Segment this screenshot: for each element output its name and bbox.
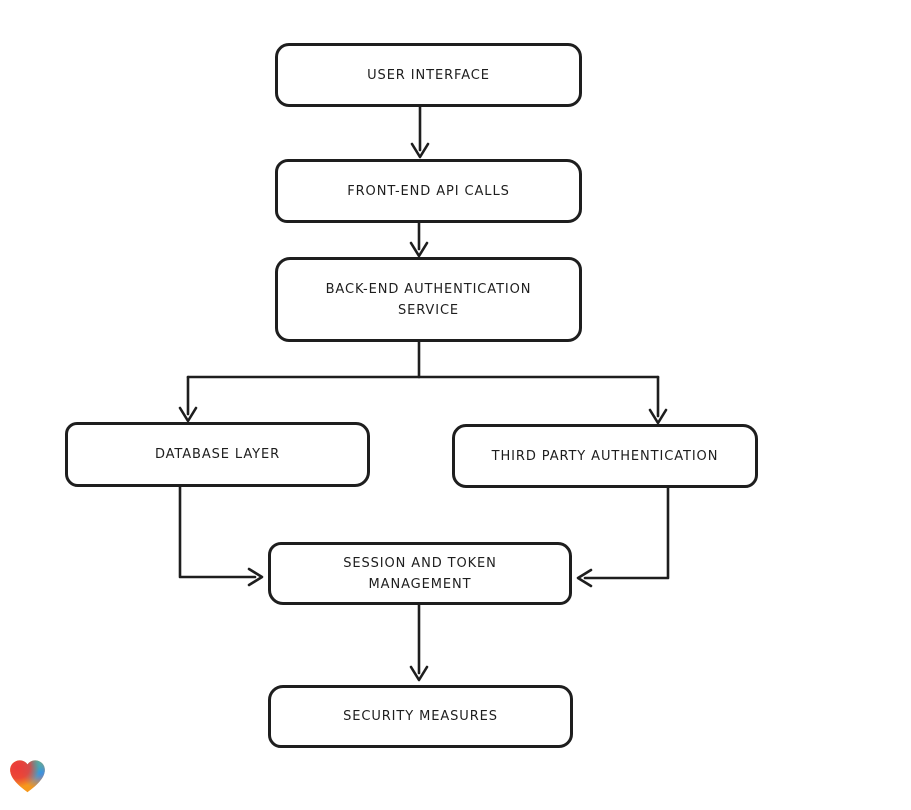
lovable-badge[interactable] [9, 759, 46, 794]
arrow-thirdparty-to-session [576, 486, 670, 588]
node-label: DATABASE LAYER [154, 447, 281, 462]
node-third-party-authentication: THIRD PARTY AUTHENTICATION [452, 424, 758, 488]
node-label: THIRD PARTY AUTHENTICATION [491, 448, 719, 464]
arrow-frontend-to-backend [409, 221, 429, 258]
node-front-end-api-calls: FRONT-END API CALLS [275, 159, 582, 223]
node-label: FRONT-END API CALLS [347, 183, 510, 199]
arrow-session-to-security [409, 603, 429, 682]
heart-gradient-icon [10, 760, 45, 793]
node-session-token-management: SESSION AND TOKEN MANAGEMENT [268, 542, 572, 605]
node-user-interface: USER INTERFACE [275, 43, 582, 107]
node-back-end-auth-service: BACK-END AUTHENTICATION SERVICE [275, 257, 582, 342]
node-security-measures: SECURITY MEASURES [268, 685, 573, 748]
arrow-backend-branch [178, 340, 668, 425]
node-label: SERVICE [397, 302, 460, 318]
node-label: BACK-END AUTHENTICATION [325, 281, 532, 297]
node-label: MANAGEMENT [368, 576, 472, 592]
node-label: SECURITY MEASURES [343, 709, 498, 724]
arrow-ui-to-frontend [410, 105, 430, 159]
node-database-layer: DATABASE LAYER [65, 422, 370, 487]
arrow-database-to-session [178, 485, 264, 587]
node-label: USER INTERFACE [367, 67, 490, 83]
node-label: SESSION AND TOKEN [343, 555, 497, 571]
